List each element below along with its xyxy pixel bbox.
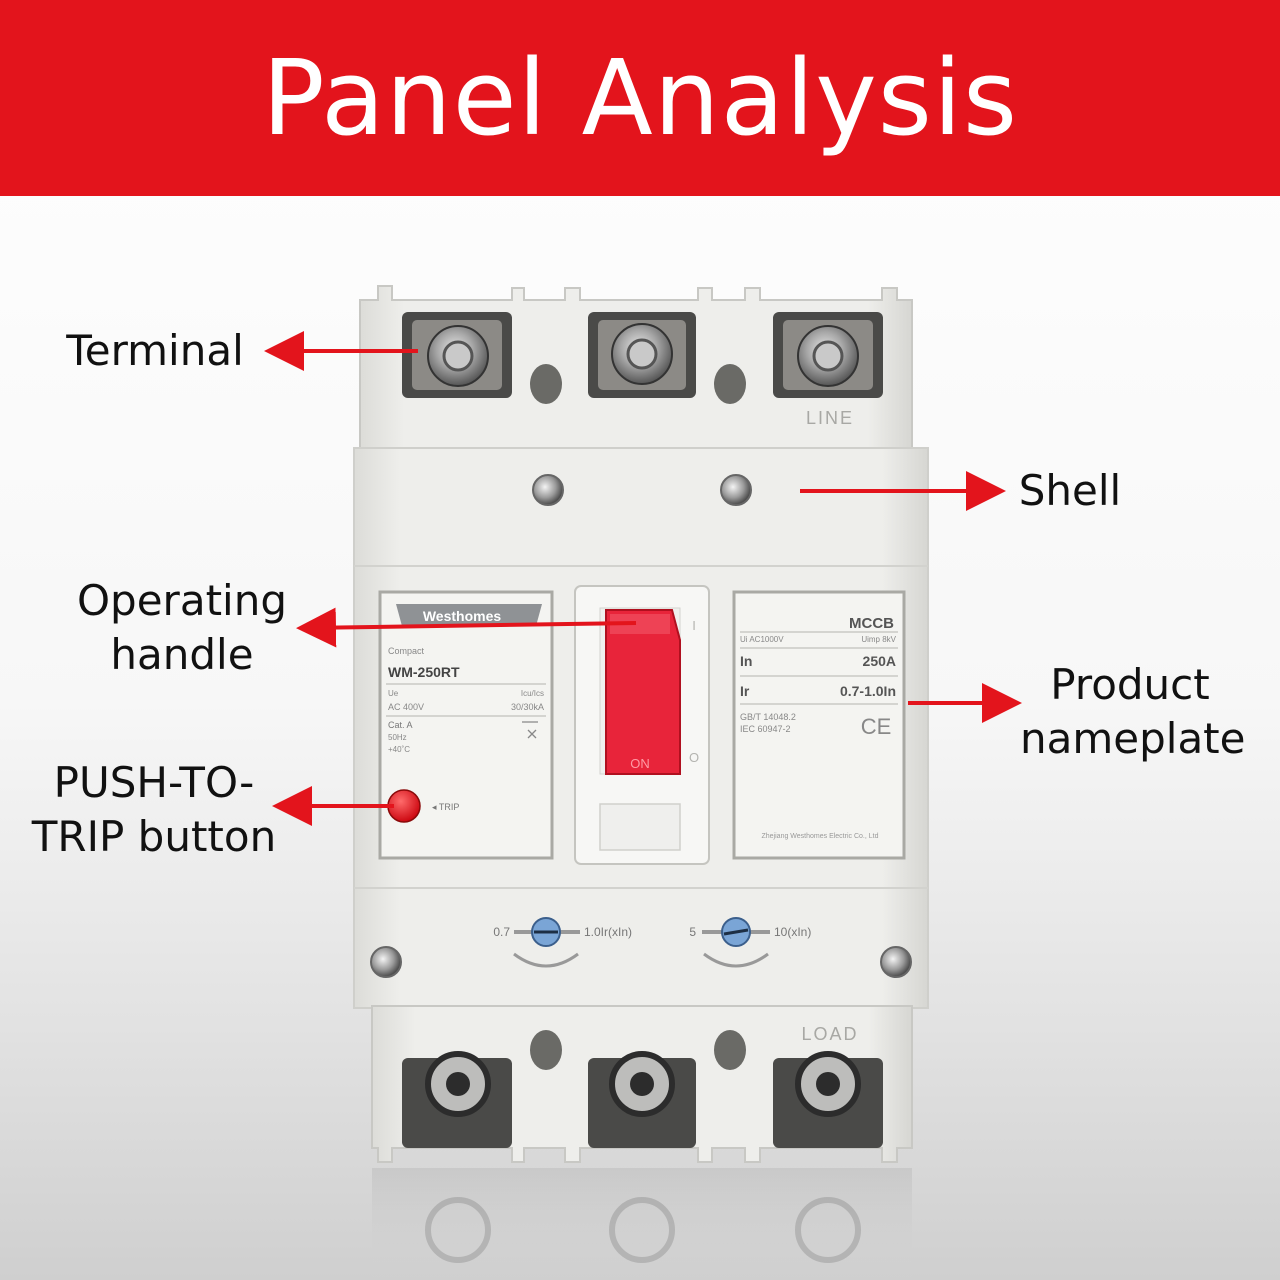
reflection-ghost — [425, 1197, 861, 1263]
terminal-label: Terminal — [66, 326, 244, 375]
bottom-terminal-block: LOAD — [371, 1005, 913, 1163]
on-mark: I — [692, 618, 696, 633]
in-value: 250A — [863, 653, 896, 669]
page-title: Panel Analysis — [261, 37, 1019, 159]
product-nameplate-label-line1: Product — [1050, 660, 1210, 709]
shell-label: Shell — [1018, 466, 1122, 515]
series-text: Compact — [388, 646, 425, 656]
top-terminal-block: LINE — [359, 285, 913, 451]
uimp-text: Uimp 8kV — [861, 635, 896, 644]
in-label: In — [740, 653, 752, 669]
terminal-callout: Terminal — [60, 324, 250, 378]
product-nameplate-label-line2: nameplate — [1020, 714, 1246, 763]
ir-value: 0.7-1.0In — [840, 683, 896, 699]
standard-text: GB/T 14048.2 — [740, 712, 796, 722]
header-banner: Panel Analysis — [0, 0, 1280, 196]
voltage-text: AC 400V — [388, 702, 424, 712]
temperature-text: +40˚C — [388, 745, 410, 754]
on-text: ON — [630, 756, 650, 771]
brand-logo-text: Westhomes — [423, 608, 502, 624]
line-label: LINE — [806, 408, 854, 428]
ue-label: Ue — [388, 689, 399, 698]
shell-screw-icon — [532, 474, 564, 506]
push-to-trip-callout: PUSH-TO- TRIP button — [28, 756, 280, 864]
type-text: MCCB — [849, 615, 894, 632]
operating-handle-label-line2: handle — [110, 630, 254, 679]
dial-right-min: 5 — [689, 925, 696, 939]
left-nameplate: Westhomes Compact WM-250RT Ue Icu/Ics AC… — [378, 590, 554, 860]
dial-left-min: 0.7 — [493, 925, 510, 939]
dial-right-max: 10(xIn) — [774, 925, 811, 939]
handle-arrow — [296, 607, 637, 648]
category-text: Cat. A — [388, 720, 413, 730]
current-adjust-dials: 0.7 1.0Ir(xIn) 5 10(xIn) — [493, 917, 811, 968]
operating-handle-callout: Operating handle — [64, 574, 300, 682]
operating-handle-label-line1: Operating — [77, 576, 287, 625]
ir-label: Ir — [740, 683, 750, 699]
mounting-screw-icon — [880, 946, 912, 978]
isolation-symbol-icon — [522, 721, 538, 739]
shell-screw-icon — [720, 474, 752, 506]
mounting-screw-icon — [370, 946, 402, 978]
trip-label: ◂ TRIP — [432, 802, 459, 812]
model-text: WM-250RT — [388, 664, 460, 680]
push-to-trip-label-line1: PUSH-TO- — [53, 758, 255, 807]
frequency-text: 50Hz — [388, 733, 407, 742]
operating-handle[interactable] — [605, 609, 681, 775]
shell-callout: Shell — [1010, 464, 1130, 518]
operating-handle-assembly: ON I O — [574, 585, 710, 865]
breaking-text: 30/30kA — [511, 702, 544, 712]
dial-left-max: 1.0Ir(xIn) — [584, 925, 632, 939]
icu-label: Icu/Ics — [521, 689, 544, 698]
ce-mark-icon: CE — [861, 714, 892, 739]
maker-text: Zhejiang Westhomes Electric Co., Ltd — [762, 833, 879, 840]
product-nameplate-callout: Product nameplate — [1020, 658, 1246, 766]
product-nameplate: MCCB Ui AC1000V Uimp 8kV In 250A Ir 0.7-… — [732, 590, 906, 860]
off-mark: O — [689, 750, 699, 765]
load-label: LOAD — [801, 1024, 858, 1044]
push-to-trip-label-line2: TRIP button — [31, 812, 277, 861]
ui-text: Ui AC1000V — [740, 635, 784, 644]
floor-reflection — [372, 1168, 912, 1280]
standard-text: IEC 60947-2 — [740, 724, 791, 734]
